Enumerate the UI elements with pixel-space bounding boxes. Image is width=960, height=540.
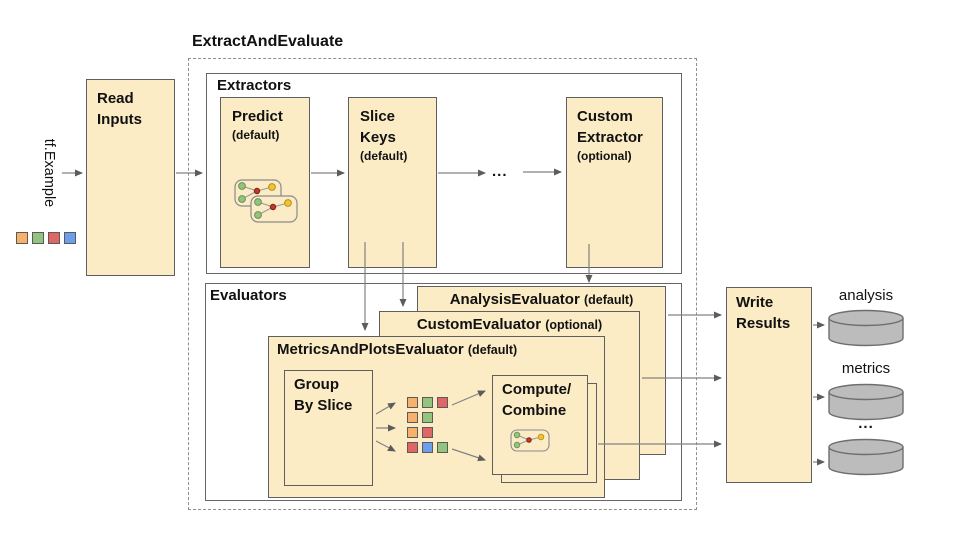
outputs-ellipsis: ...	[858, 415, 874, 432]
green-square-icon	[422, 412, 433, 423]
metrics-output-label: metrics	[841, 360, 891, 377]
metrics-and-plots-evaluator-label: MetricsAndPlotsEvaluator (default)	[277, 341, 518, 358]
combine-graph-icon	[510, 429, 550, 452]
square-row	[407, 412, 448, 423]
extractors-ellipsis: ...	[492, 163, 508, 180]
analysis-evaluator-label: AnalysisEvaluator (default)	[449, 291, 634, 308]
orange-square-icon	[16, 232, 28, 244]
square-row	[16, 232, 76, 244]
diagram-title: ExtractAndEvaluate	[192, 33, 344, 50]
square-row	[407, 442, 448, 453]
red-square-icon	[407, 442, 418, 453]
red-square-icon	[48, 232, 60, 244]
orange-square-icon	[407, 397, 418, 408]
square-row	[407, 397, 448, 408]
slice-keys-extractor-box	[348, 97, 437, 268]
tf-example-label: tf.Example	[41, 138, 57, 208]
analysis-database-icon	[828, 309, 904, 347]
metrics-database-icon	[828, 383, 904, 421]
group-by-slice-label: Group By Slice	[294, 376, 353, 414]
compute-combine-label: Compute/ Combine	[502, 381, 572, 419]
group-by-slice-box	[284, 370, 373, 486]
custom-extractor-label: Custom Extractor (optional)	[577, 108, 643, 163]
green-square-icon	[422, 397, 433, 408]
green-square-icon	[437, 442, 448, 453]
blue-square-icon	[422, 442, 433, 453]
extract-and-evaluate-region	[188, 58, 697, 510]
read-inputs-box	[86, 79, 175, 276]
blue-square-icon	[64, 232, 76, 244]
other-database-icon	[828, 438, 904, 476]
analysis-output-label: analysis	[838, 287, 894, 304]
slice-keys-label: Slice Keys (default)	[360, 108, 408, 163]
orange-square-icon	[407, 427, 418, 438]
sliced-examples-icon	[407, 397, 448, 457]
square-row	[407, 427, 448, 438]
model-graph-icon	[234, 179, 298, 223]
extractors-label: Extractors	[217, 77, 292, 94]
write-results-box	[726, 287, 812, 483]
custom-evaluator-label: CustomEvaluator (optional)	[416, 316, 603, 333]
red-square-icon	[437, 397, 448, 408]
read-inputs-label: Read Inputs	[97, 90, 142, 128]
evaluators-label: Evaluators	[210, 287, 287, 304]
predict-label: Predict (default)	[232, 108, 283, 142]
red-square-icon	[422, 427, 433, 438]
input-examples-icon	[16, 232, 76, 248]
write-results-label: Write Results	[736, 294, 791, 332]
compute-combine-box	[492, 375, 588, 475]
orange-square-icon	[407, 412, 418, 423]
green-square-icon	[32, 232, 44, 244]
custom-extractor-box	[566, 97, 663, 268]
